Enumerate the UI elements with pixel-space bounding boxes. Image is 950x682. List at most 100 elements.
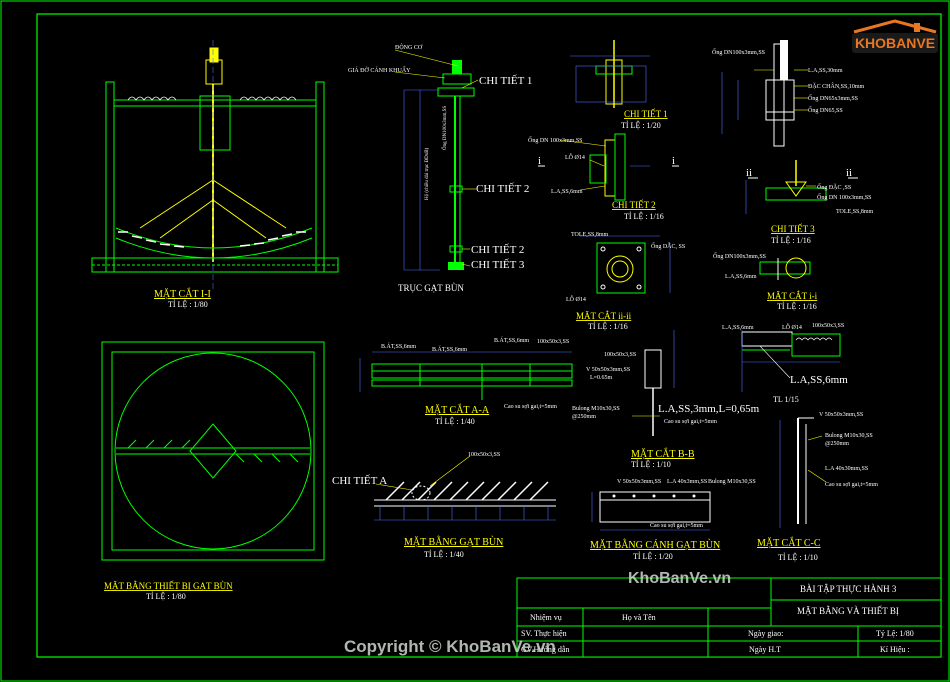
scraper-shaft-drawing: Hộ (chiều dài trục ĐDxB) Ống DN100x3mm,S… bbox=[394, 49, 479, 271]
plan-blade-scale: TỈ LỆ : 1/20 bbox=[633, 551, 673, 561]
detail-2-label-pipe: Ống DN 100x3mm,SS bbox=[528, 136, 583, 144]
title-block-project: BÀI TẬP THỰC HÀNH 3 bbox=[800, 584, 897, 594]
section-cc-label-4: Cao su sợi gai,t=5mm bbox=[825, 482, 878, 488]
detail-1-title: CHI TIẾT 1 bbox=[624, 109, 668, 119]
detail-3-label-0: Ống ĐẶC ,SS bbox=[817, 183, 851, 191]
detail-2-label-angle: L.A,SS,6mm bbox=[551, 189, 583, 195]
section-bb-label-0: 100x50x3,SS bbox=[604, 352, 636, 358]
section-cc-scale: TỈ LỆ : 1/10 bbox=[778, 552, 818, 562]
tl-detail-drawing bbox=[741, 330, 841, 392]
section-ii-drawing bbox=[580, 235, 671, 294]
title-block-code: Kí Hiệu : bbox=[880, 645, 910, 654]
title-block-row-student: SV. Thực hiện bbox=[521, 629, 567, 638]
top-right-label-4: Ống DN65,SS bbox=[808, 106, 843, 114]
plan-blade-label-1: L.A 40x3mm,SS bbox=[667, 479, 707, 485]
detail-3-title: CHI TIẾT 3 bbox=[771, 224, 815, 234]
section-bb-label-6: Cao su sợi gai,t=5mm bbox=[664, 419, 717, 425]
plan-blade-title: MẶT BẰNG CÁNH GẠT BÙN bbox=[590, 538, 720, 551]
section-aa-scale: TỈ LỆ : 1/40 bbox=[435, 416, 475, 426]
title-block-date-done: Ngày H.T bbox=[749, 645, 781, 654]
section-cc-label-0: V 50x50x3mm,SS bbox=[819, 412, 863, 418]
detail-3-label-1: Ống DN 100x3mm,SS bbox=[817, 193, 872, 201]
shaft-label-support: GIÁ ĐỠ CÁNH KHUẤY bbox=[348, 66, 411, 74]
section-aa-label-0: B.ÁT,SS,6mm bbox=[381, 342, 416, 350]
detail-3-cut-right: ii bbox=[846, 167, 852, 179]
section-ii-title: MẶT CẮT ii-ii bbox=[576, 311, 632, 321]
plan-scraper-label-detail-a: CHI TIẾT A bbox=[332, 474, 387, 487]
section-ii-label-tole: TOLE,SS,8mm bbox=[571, 232, 609, 238]
title-block-date-given: Ngày giao: bbox=[748, 629, 783, 638]
plan-equipment-drawing bbox=[101, 341, 325, 561]
section-aa-label-4: Cao su sợi gai,t=5mm bbox=[504, 404, 557, 410]
logo-text: KHOBANVE bbox=[855, 35, 935, 51]
top-right-label-2: ĐẶC CHÂN,SS,10mm bbox=[808, 82, 865, 90]
section-aa-label-1: B.ÁT,SS,6mm bbox=[432, 345, 467, 353]
top-right-label-1: L.A,SS,30mm bbox=[808, 68, 843, 74]
shaft-label-detail-1: CHI TIẾT 1 bbox=[479, 74, 532, 87]
section-aa-label-3: 100x50x3,SS bbox=[537, 339, 569, 345]
top-right-label-0: Ống DN100x3mm,SS bbox=[712, 48, 765, 56]
inner-frame bbox=[36, 13, 942, 658]
section-cc-label-2: @250mm bbox=[825, 441, 849, 447]
top-right-drawing bbox=[721, 40, 808, 147]
detail-2-cut-left: i bbox=[538, 155, 541, 167]
section-bb-label-3: L.A,SS,3mm,L=0,65m bbox=[658, 403, 760, 415]
shaft-label-detail-2a: CHI TIẾT 2 bbox=[476, 182, 529, 195]
shaft-label-motor: ĐỘNG CƠ bbox=[395, 43, 423, 51]
plan-scraper-scale: TỈ LỆ : 1/40 bbox=[424, 549, 464, 559]
title-block-scale: Tỷ Lệ: 1/80 bbox=[876, 629, 914, 638]
shaft-label-detail-2b: CHI TIẾT 2 bbox=[471, 243, 524, 256]
section-bb-scale: TỈ LỆ : 1/10 bbox=[631, 459, 671, 469]
title-block bbox=[516, 577, 942, 658]
tl-label-3: L.A,SS,6mm bbox=[790, 374, 848, 386]
detail-1-scale: TỈ LỆ : 1/20 bbox=[621, 120, 661, 130]
detail-3-label-2: TOLE,SS,8mm bbox=[836, 209, 874, 215]
detail-3-drawing bbox=[745, 160, 858, 214]
plan-blade-label-0: V 50x50x3mm,SS bbox=[617, 479, 661, 485]
section-i-right-scale: TỈ LỆ : 1/16 bbox=[777, 301, 817, 311]
scraper-shaft-title: TRỤC GẠT BÙN bbox=[398, 283, 464, 293]
section-aa-drawing bbox=[359, 351, 573, 400]
svg-text:Ống DN100x3mm,SS: Ống DN100x3mm,SS bbox=[442, 106, 448, 150]
plan-scraper-title: MẶT BẰNG GẠT BÙN bbox=[404, 535, 503, 548]
detail-2-label-hole: LỖ Ø14 bbox=[565, 153, 585, 161]
title-block-row-teacher: GV.Hướng dẫn bbox=[521, 645, 569, 654]
section-ii-label-hole: LỖ Ø14 bbox=[566, 295, 586, 303]
detail-2-drawing bbox=[538, 133, 679, 201]
plan-blade-label-2: Bulong M10x30,SS bbox=[708, 479, 756, 485]
section-1-scale: TỈ LỆ : 1/80 bbox=[168, 299, 208, 309]
watermark-copyright: Copyright © KhoBanVe.vn bbox=[344, 637, 556, 656]
section-cc-drawing bbox=[779, 417, 827, 528]
section-i-right-drawing bbox=[759, 257, 811, 280]
title-block-col-task: Nhiệm vụ bbox=[530, 613, 562, 622]
tl-detail-title: TL 1/15 bbox=[773, 395, 799, 404]
tl-label-1: LỖ Ø14 bbox=[782, 323, 802, 331]
top-right-label-3: Ống DN65x3mm,SS bbox=[808, 94, 858, 102]
detail-1-drawing bbox=[570, 40, 650, 108]
section-ii-label-pipe: Ống DẪC, SS bbox=[651, 242, 685, 250]
title-block-col-name: Họ và Tên bbox=[622, 613, 656, 622]
section-bb-title: MẶT CẮT B-B bbox=[631, 447, 695, 460]
plan-blade-drawing bbox=[591, 491, 711, 531]
shaft-label-detail-3: CHI TIẾT 3 bbox=[471, 258, 525, 271]
plan-equipment-scale: TỈ LỆ : 1/80 bbox=[146, 591, 186, 601]
plan-scraper-label-1: 100x50x3,SS bbox=[468, 452, 500, 458]
section-cc-title: MẶT CẮT C-C bbox=[757, 536, 821, 549]
section-bb-label-2: L=0.65m bbox=[590, 375, 613, 381]
plan-scraper-drawing bbox=[374, 455, 556, 521]
section-i-right-label-0: Ống DN100x3mm,SS bbox=[713, 252, 766, 260]
section-ii-scale: TỈ LỆ : 1/16 bbox=[588, 321, 628, 331]
svg-text:Hộ (chiều dài trục ĐDxB): Hộ (chiều dài trục ĐDxB) bbox=[425, 147, 430, 200]
section-bb-label-5: @250mm bbox=[572, 414, 596, 420]
tl-label-2: 100x50x3,SS bbox=[812, 323, 844, 329]
detail-2-cut-right: i bbox=[672, 155, 675, 167]
section-i-right-label-1: L.A,SS,6mm bbox=[725, 274, 757, 280]
section-bb-label-1: V 50x50x3mm,SS bbox=[586, 367, 630, 373]
section-aa-title: MẶT CẮT A-A bbox=[425, 403, 490, 416]
section-i-right-title: MẶT CẮT i-i bbox=[767, 291, 818, 301]
section-1-drawing bbox=[91, 40, 339, 290]
section-cc-label-3: L.A 40x30mm,SS bbox=[825, 466, 868, 472]
section-aa-label-2: B.ÁT,SS,6mm bbox=[494, 336, 529, 344]
